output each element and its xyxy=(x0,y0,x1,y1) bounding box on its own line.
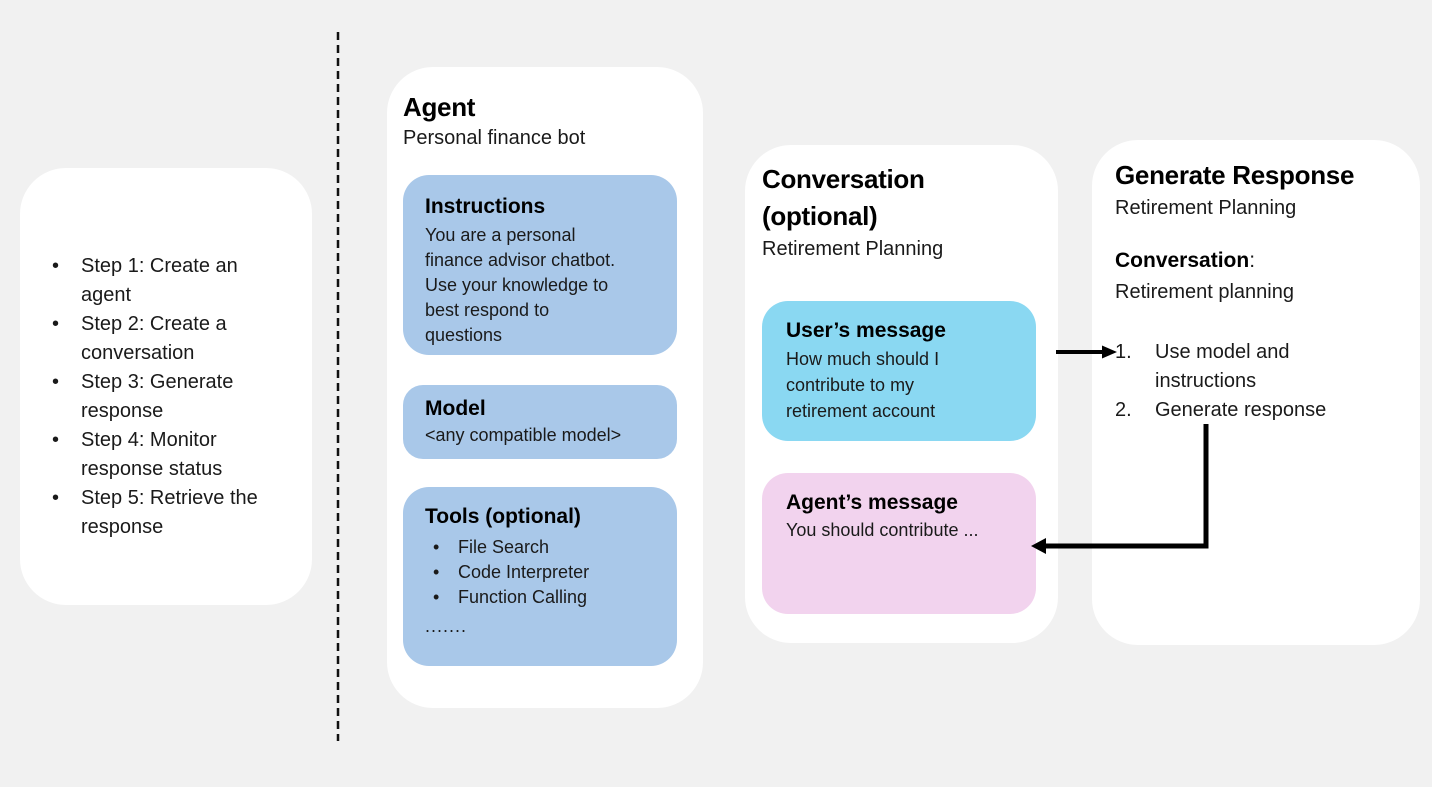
agent-message-box: Agent’s message You should contribute ..… xyxy=(762,473,1036,614)
steps-list: Step 1: Create an agent Step 2: Create a… xyxy=(50,252,312,542)
tools-box-title: Tools (optional) xyxy=(425,505,581,528)
list-number: 1. xyxy=(1115,341,1132,363)
list-item: Step 4: Monitor response status xyxy=(50,426,276,484)
instructions-box-body: You are a personal finance advisor chatb… xyxy=(425,225,616,345)
instructions-box: Instructions You are a personal finance … xyxy=(403,175,677,355)
list-item: Code Interpreter xyxy=(425,560,657,585)
step-text: Step 4: Monitor response status xyxy=(81,429,223,480)
model-box-body: <any compatible model> xyxy=(425,425,622,445)
list-item: 1. Use model and instructions xyxy=(1115,338,1400,396)
conversation-card: Conversation (optional) Retirement Plann… xyxy=(745,145,1058,643)
instructions-box-title: Instructions xyxy=(425,195,546,218)
list-text: Use model and instructions xyxy=(1155,341,1290,392)
agent-card-title: Agent xyxy=(403,92,476,122)
generate-response-subtitle: Retirement Planning xyxy=(1115,197,1297,219)
tools-box: Tools (optional) File Search Code Interp… xyxy=(403,487,677,666)
user-message-body: How much should I contribute to my retir… xyxy=(786,349,940,421)
tools-ellipsis: ....... xyxy=(425,616,468,636)
list-item: Step 5: Retrieve the response xyxy=(50,484,276,542)
list-number: 2. xyxy=(1115,399,1132,421)
model-box: Model <any compatible model> xyxy=(403,385,677,459)
conversation-card-title: Conversation (optional) xyxy=(762,164,925,231)
agent-card-subtitle: Personal finance bot xyxy=(403,127,586,149)
list-text: Generate response xyxy=(1155,399,1327,421)
list-item: Step 2: Create a conversation xyxy=(50,310,276,368)
step-text: Step 5: Retrieve the response xyxy=(81,487,258,538)
step-text: Step 2: Create a conversation xyxy=(81,313,227,364)
list-item: Step 3: Generate response xyxy=(50,368,276,426)
conversation-reference-label: Conversation xyxy=(1115,249,1250,272)
conversation-reference: Conversation: xyxy=(1115,248,1400,274)
model-box-title: Model xyxy=(425,397,486,420)
list-item: Step 1: Create an agent xyxy=(50,252,276,310)
generate-response-card: Generate Response Retirement Planning Co… xyxy=(1092,140,1420,645)
generate-steps-list: 1. Use model and instructions 2. Generat… xyxy=(1115,338,1400,425)
step-text: Step 1: Create an agent xyxy=(81,255,238,306)
steps-panel: Step 1: Create an agent Step 2: Create a… xyxy=(20,168,312,605)
list-item: Function Calling xyxy=(425,585,657,610)
list-item: 2. Generate response xyxy=(1115,396,1400,425)
tools-list: File Search Code Interpreter Function Ca… xyxy=(425,535,657,610)
user-message-title: User’s message xyxy=(786,319,946,342)
agent-card: Agent Personal finance bot Instructions … xyxy=(387,67,703,708)
agent-message-title: Agent’s message xyxy=(786,491,958,514)
conversation-reference-value: Retirement planning xyxy=(1115,281,1294,303)
conversation-reference-colon: : xyxy=(1249,249,1256,272)
user-message-box: User’s message How much should I contrib… xyxy=(762,301,1036,441)
agent-message-body: You should contribute ... xyxy=(786,520,979,540)
step-text: Step 3: Generate response xyxy=(81,371,234,422)
list-item: File Search xyxy=(425,535,657,560)
conversation-card-subtitle: Retirement Planning xyxy=(762,238,944,260)
generate-response-title: Generate Response xyxy=(1115,160,1355,190)
